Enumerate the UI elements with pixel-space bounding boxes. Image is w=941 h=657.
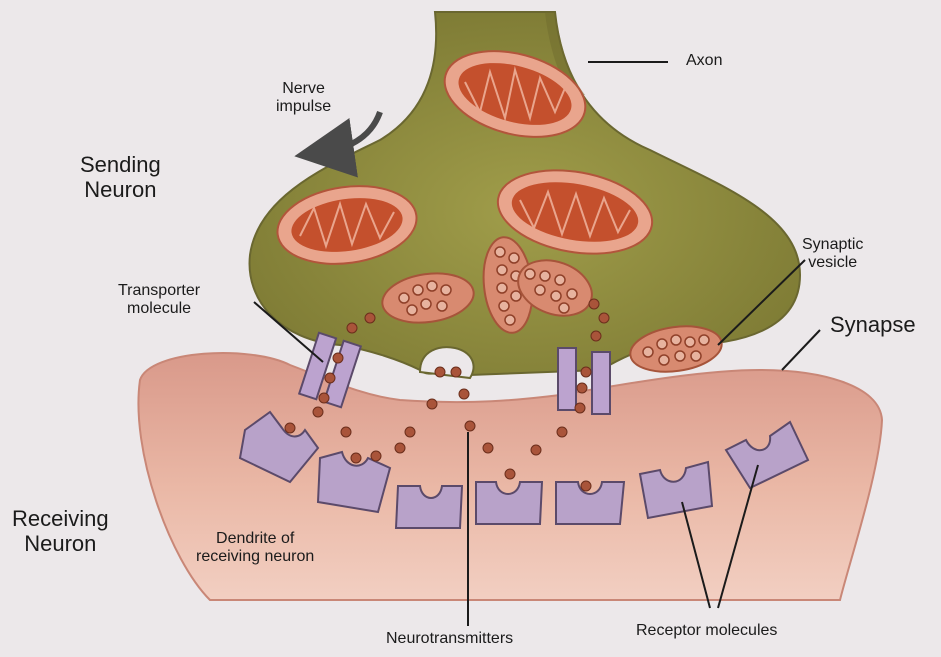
neurotransmitter: [483, 443, 493, 453]
neurotransmitter: [285, 423, 295, 433]
nerve-impulse-label: Nerve impulse: [276, 80, 331, 117]
neurotransmitter: [365, 313, 375, 323]
receiving-neuron-label: Receiving Neuron: [12, 506, 109, 557]
neurotransmitter: [557, 427, 567, 437]
dendrite-label: Dendrite of receiving neuron: [196, 530, 314, 567]
neurotransmitter: [371, 451, 381, 461]
neurotransmitter: [465, 421, 475, 431]
neurotransmitter: [451, 367, 461, 377]
neurotransmitter: [575, 403, 585, 413]
neurotransmitter: [347, 323, 357, 333]
neurotransmitter: [589, 299, 599, 309]
sending-neuron-label: Sending Neuron: [80, 152, 161, 203]
neurotransmitter: [531, 445, 541, 455]
synapse-label: Synapse: [830, 312, 916, 337]
neurotransmitter: [599, 313, 609, 323]
synapse-leader-line: [782, 330, 820, 370]
transporter-molecule-label: Transporter molecule: [118, 282, 200, 319]
axon-label: Axon: [686, 52, 722, 70]
neurotransmitter: [505, 469, 515, 479]
neurotransmitter: [333, 353, 343, 363]
synaptic-vesicle-label: Synaptic vesicle: [802, 236, 863, 273]
neurotransmitter: [405, 427, 415, 437]
neurotransmitter: [313, 407, 323, 417]
receptor-molecules-label: Receptor molecules: [636, 622, 777, 640]
neurotransmitter: [591, 331, 601, 341]
neurotransmitter: [581, 367, 591, 377]
neurotransmitter: [577, 383, 587, 393]
neurotransmitter: [435, 367, 445, 377]
neurotransmitter: [581, 481, 591, 491]
neurotransmitter: [325, 373, 335, 383]
neurotransmitter: [395, 443, 405, 453]
neurotransmitter: [351, 453, 361, 463]
neurotransmitter: [341, 427, 351, 437]
neurotransmitter: [319, 393, 329, 403]
neurotransmitters-label: Neurotransmitters: [386, 630, 513, 648]
neurotransmitter: [427, 399, 437, 409]
neurotransmitter: [459, 389, 469, 399]
